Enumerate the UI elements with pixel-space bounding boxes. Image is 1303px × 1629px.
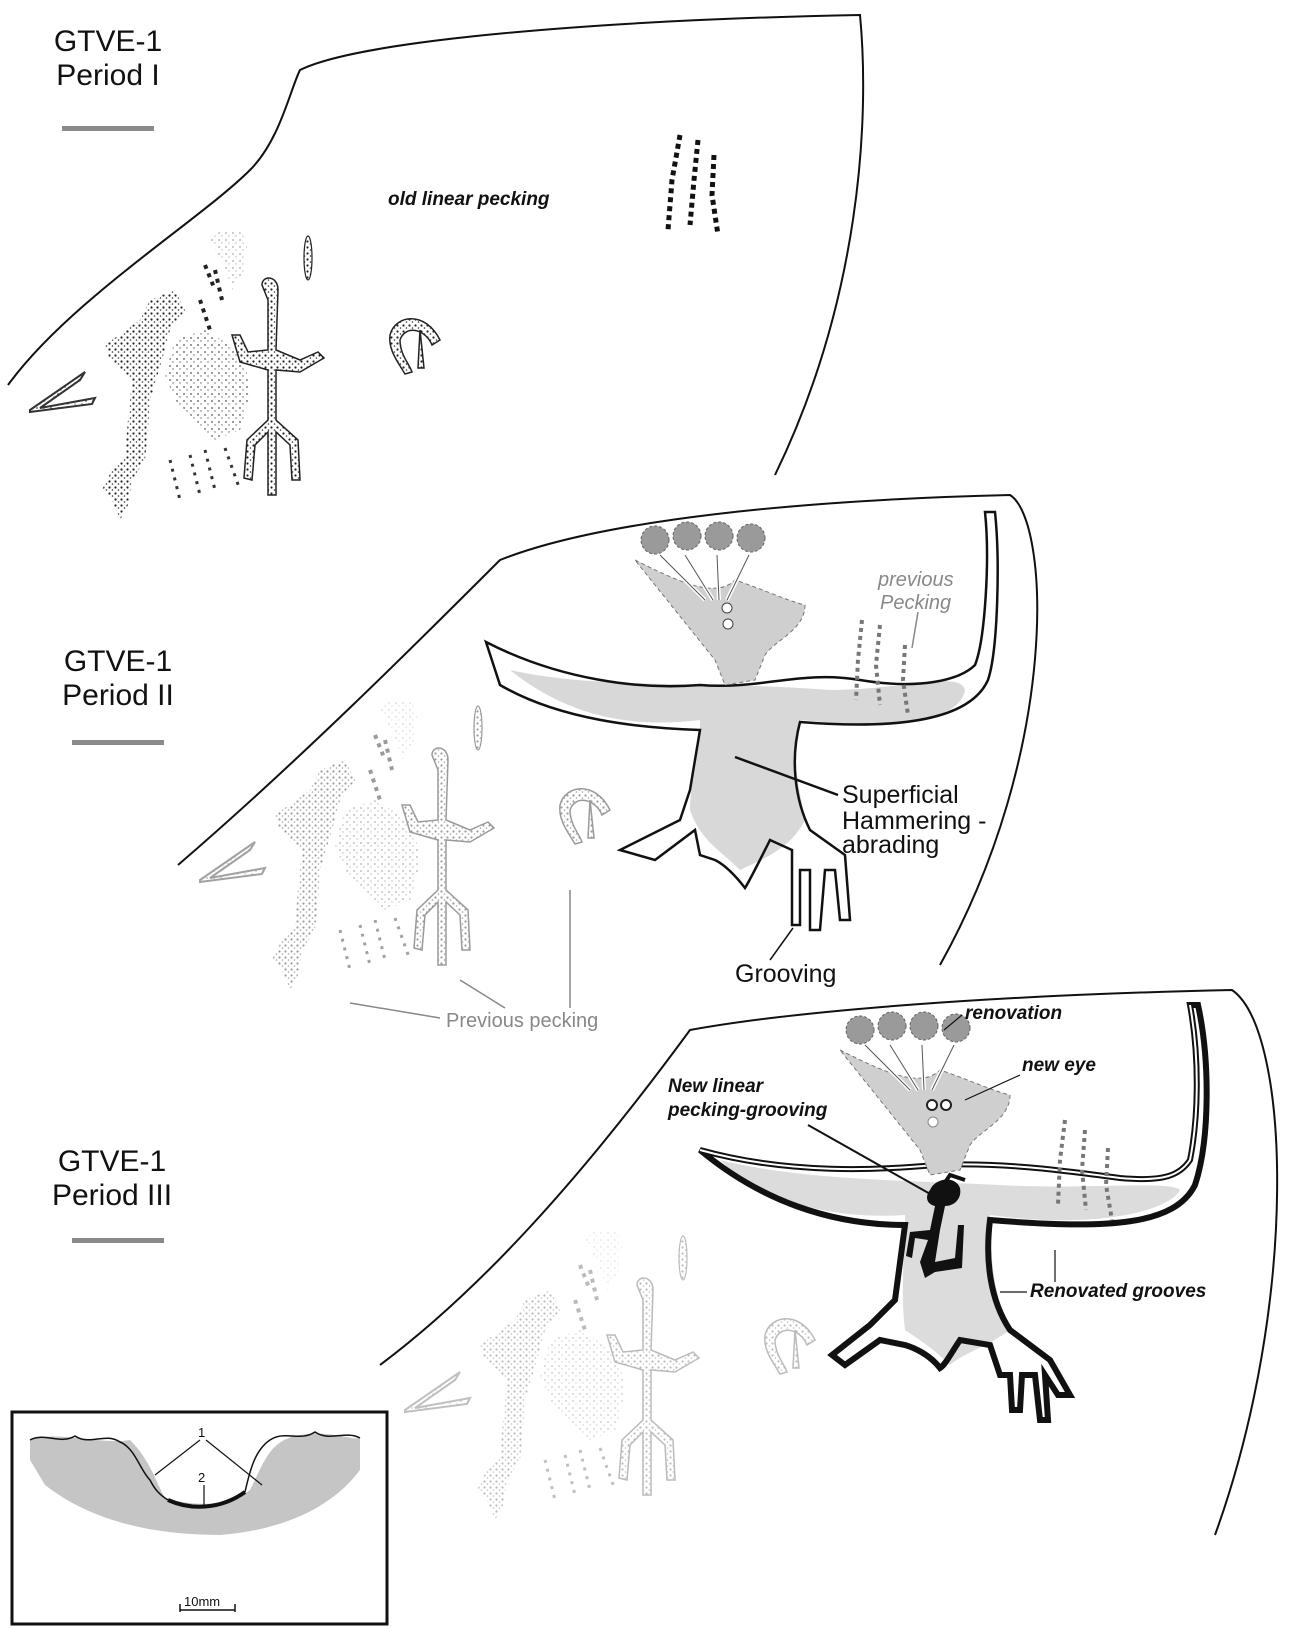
panel-3-faded-figures [405,1229,815,1520]
label-new-eye: new eye [1022,1055,1096,1076]
label-previous-pecking-bottom: Pecking [880,592,951,614]
panel-1-linear-pecking-marks [668,135,718,235]
leader-previous-pecking-2 [460,980,505,1008]
label-superficial-3: abrading [842,831,939,859]
label-new-linear-2: pecking-grooving [667,1100,828,1121]
leader-grooving [770,928,793,960]
panel-3-bird-head [840,1012,1010,1175]
panel-2-bird-head [635,522,805,685]
inset-marker-2: 2 [198,1470,205,1485]
label-old-linear-pecking: old linear pecking [388,189,550,210]
label-previous-pecking-top: previous [877,569,954,591]
label-renovated-grooves: Renovated grooves [1030,1281,1206,1302]
label-grooving: Grooving [735,960,836,988]
label-superficial-1: Superficial [842,781,959,809]
inset-marker-1: 1 [198,1425,205,1440]
panel-1-old-figures [30,229,440,520]
label-renovation: renovation [965,1003,1062,1024]
inset-scale-label: 10mm [184,1594,220,1609]
inset-groove-section: 1 2 10mm [12,1412,387,1624]
label-new-linear-1: New linear [668,1076,765,1097]
label-previous-pecking-p2: Previous pecking [446,1010,598,1032]
leader-previous-pecking-1 [350,1003,440,1018]
leader-previous-pecking-top [912,612,918,648]
panel-2-faded-figures [200,699,610,990]
